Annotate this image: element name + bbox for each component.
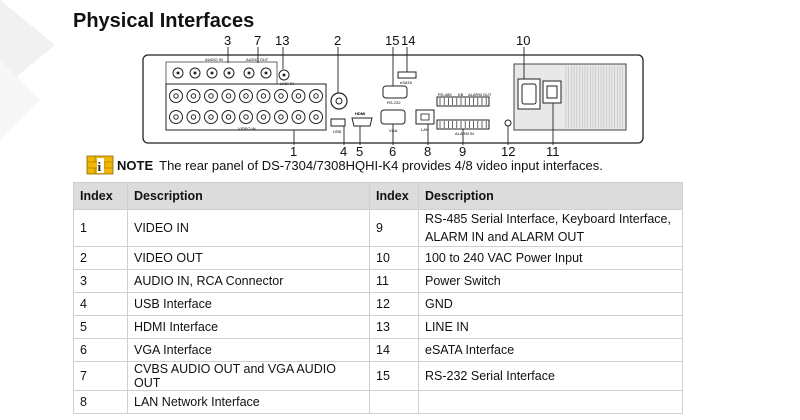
- index-cell: 3: [73, 269, 128, 293]
- video-in-connector-core: [225, 93, 232, 99]
- table-row: 2 VIDEO OUT 10 100 to 240 VAC Power Inpu…: [73, 246, 683, 270]
- video-in-connector-core: [278, 114, 284, 120]
- note-box: i NOTE The rear panel of DS-7304/7308HQH…: [86, 154, 603, 176]
- video-in-connector-core: [173, 93, 179, 99]
- video-in-connector-core: [278, 93, 284, 99]
- index-cell: 8: [73, 390, 128, 414]
- callout-4: 4: [340, 144, 348, 159]
- index-cell: 6: [73, 338, 128, 362]
- header-description: Description: [418, 182, 683, 210]
- table-row: 4 USB Interface 12 GND: [73, 292, 683, 316]
- index-cell: 13: [369, 315, 419, 339]
- video-in-connector-core: [190, 93, 197, 99]
- table-header-row: Index Description Index Description: [73, 182, 683, 210]
- description-cell: VIDEO OUT: [127, 246, 370, 270]
- index-cell: 5: [73, 315, 128, 339]
- header-description: Description: [127, 182, 370, 210]
- description-cell: USB Interface: [127, 292, 370, 316]
- callout-8: 8: [424, 144, 432, 159]
- description-cell: VGA Interface: [127, 338, 370, 362]
- index-cell: [369, 390, 419, 414]
- video-in-connector-core: [313, 114, 319, 120]
- svg-text:eSATA: eSATA: [400, 80, 412, 85]
- video-in-connector-core: [295, 114, 302, 120]
- video-in-connector-core: [173, 114, 179, 120]
- watermark-graphic: [0, 0, 55, 140]
- svg-text:RS-232: RS-232: [387, 100, 401, 105]
- svg-text:AUDIO OUT: AUDIO OUT: [246, 57, 269, 62]
- description-cell: LINE IN: [418, 315, 683, 339]
- description-cell: [418, 390, 683, 414]
- video-in-connector-core: [243, 114, 249, 120]
- index-cell: 14: [369, 338, 419, 362]
- svg-text:i: i: [98, 159, 102, 174]
- index-cell: 1: [73, 209, 128, 247]
- index-cell: 7: [73, 361, 128, 391]
- callout-6: 6: [389, 144, 397, 159]
- video-in-connector-core: [260, 93, 267, 99]
- description-cell: HDMI Interface: [127, 315, 370, 339]
- description-cell: 100 to 240 VAC Power Input: [418, 246, 683, 270]
- video-in-connector-core: [190, 114, 197, 120]
- rear-panel-diagram: AUDIO IN AUDIO OUT LINE IN VIDEO IN USB …: [142, 47, 644, 145]
- table-row: 8 LAN Network Interface: [73, 390, 683, 414]
- index-cell: 12: [369, 292, 419, 316]
- table-row: 7 CVBS AUDIO OUT and VGA AUDIO OUT 15 RS…: [73, 361, 683, 391]
- index-cell: 11: [369, 269, 419, 293]
- description-cell: LAN Network Interface: [127, 390, 370, 414]
- description-cell: RS-485 Serial Interface, Keyboard Interf…: [418, 209, 683, 247]
- description-cell: AUDIO IN, RCA Connector: [127, 269, 370, 293]
- svg-text:ALARM OUT: ALARM OUT: [468, 92, 492, 97]
- callout-1: 1: [290, 144, 298, 159]
- info-note-icon: i: [86, 155, 114, 175]
- index-cell: 2: [73, 246, 128, 270]
- header-index: Index: [369, 182, 419, 210]
- video-in-connector-core: [208, 93, 214, 99]
- note-text: The rear panel of DS-7304/7308HQHI-K4 pr…: [159, 157, 603, 173]
- svg-text:USB: USB: [333, 129, 342, 134]
- callout-11: 11: [546, 144, 560, 159]
- table-row: 1 VIDEO IN 9 RS-485 Serial Interface, Ke…: [73, 209, 683, 247]
- callout-3: 3: [224, 33, 232, 48]
- svg-text:LAN: LAN: [421, 127, 429, 132]
- video-in-connector-core: [243, 93, 249, 99]
- description-cell: RS-232 Serial Interface: [418, 361, 683, 391]
- index-cell: 10: [369, 246, 419, 270]
- svg-text:KB: KB: [458, 92, 464, 97]
- svg-text:ALARM IN: ALARM IN: [455, 131, 474, 136]
- callout-14: 14: [401, 33, 416, 48]
- callout-2: 2: [334, 33, 342, 48]
- callout-15: 15: [385, 33, 400, 48]
- table-row: 6 VGA Interface 14 eSATA Interface: [73, 338, 683, 362]
- header-index: Index: [73, 182, 128, 210]
- callout-5: 5: [356, 144, 364, 159]
- svg-text:VIDEO IN: VIDEO IN: [238, 126, 256, 131]
- table-row: 3 AUDIO IN, RCA Connector 11 Power Switc…: [73, 269, 683, 293]
- description-cell: CVBS AUDIO OUT and VGA AUDIO OUT: [127, 361, 370, 391]
- page-title: Physical Interfaces: [73, 10, 255, 32]
- callout-9: 9: [459, 144, 467, 159]
- callout-12: 12: [501, 144, 516, 159]
- description-cell: GND: [418, 292, 683, 316]
- video-in-connector-core: [260, 114, 267, 120]
- description-cell: VIDEO IN: [127, 209, 370, 247]
- callout-7: 7: [254, 33, 262, 48]
- svg-text:HDMI: HDMI: [355, 111, 365, 116]
- video-in-connector-core: [313, 93, 319, 99]
- callout-13: 13: [275, 33, 290, 48]
- video-in-connector-core: [225, 114, 232, 120]
- video-in-connector-core: [208, 114, 214, 120]
- video-in-connector-core: [295, 93, 302, 99]
- svg-text:RS-485: RS-485: [438, 92, 452, 97]
- index-cell: 4: [73, 292, 128, 316]
- table-row: 5 HDMI Interface 13 LINE IN: [73, 315, 683, 339]
- index-cell: 15: [369, 361, 419, 391]
- interfaces-table: Index Description Index Description 1 VI…: [73, 182, 683, 414]
- note-label: NOTE: [117, 157, 154, 173]
- index-cell: 9: [369, 209, 419, 247]
- description-cell: Power Switch: [418, 269, 683, 293]
- svg-text:AUDIO IN: AUDIO IN: [205, 57, 223, 62]
- callout-10: 10: [516, 33, 531, 48]
- description-cell: eSATA Interface: [418, 338, 683, 362]
